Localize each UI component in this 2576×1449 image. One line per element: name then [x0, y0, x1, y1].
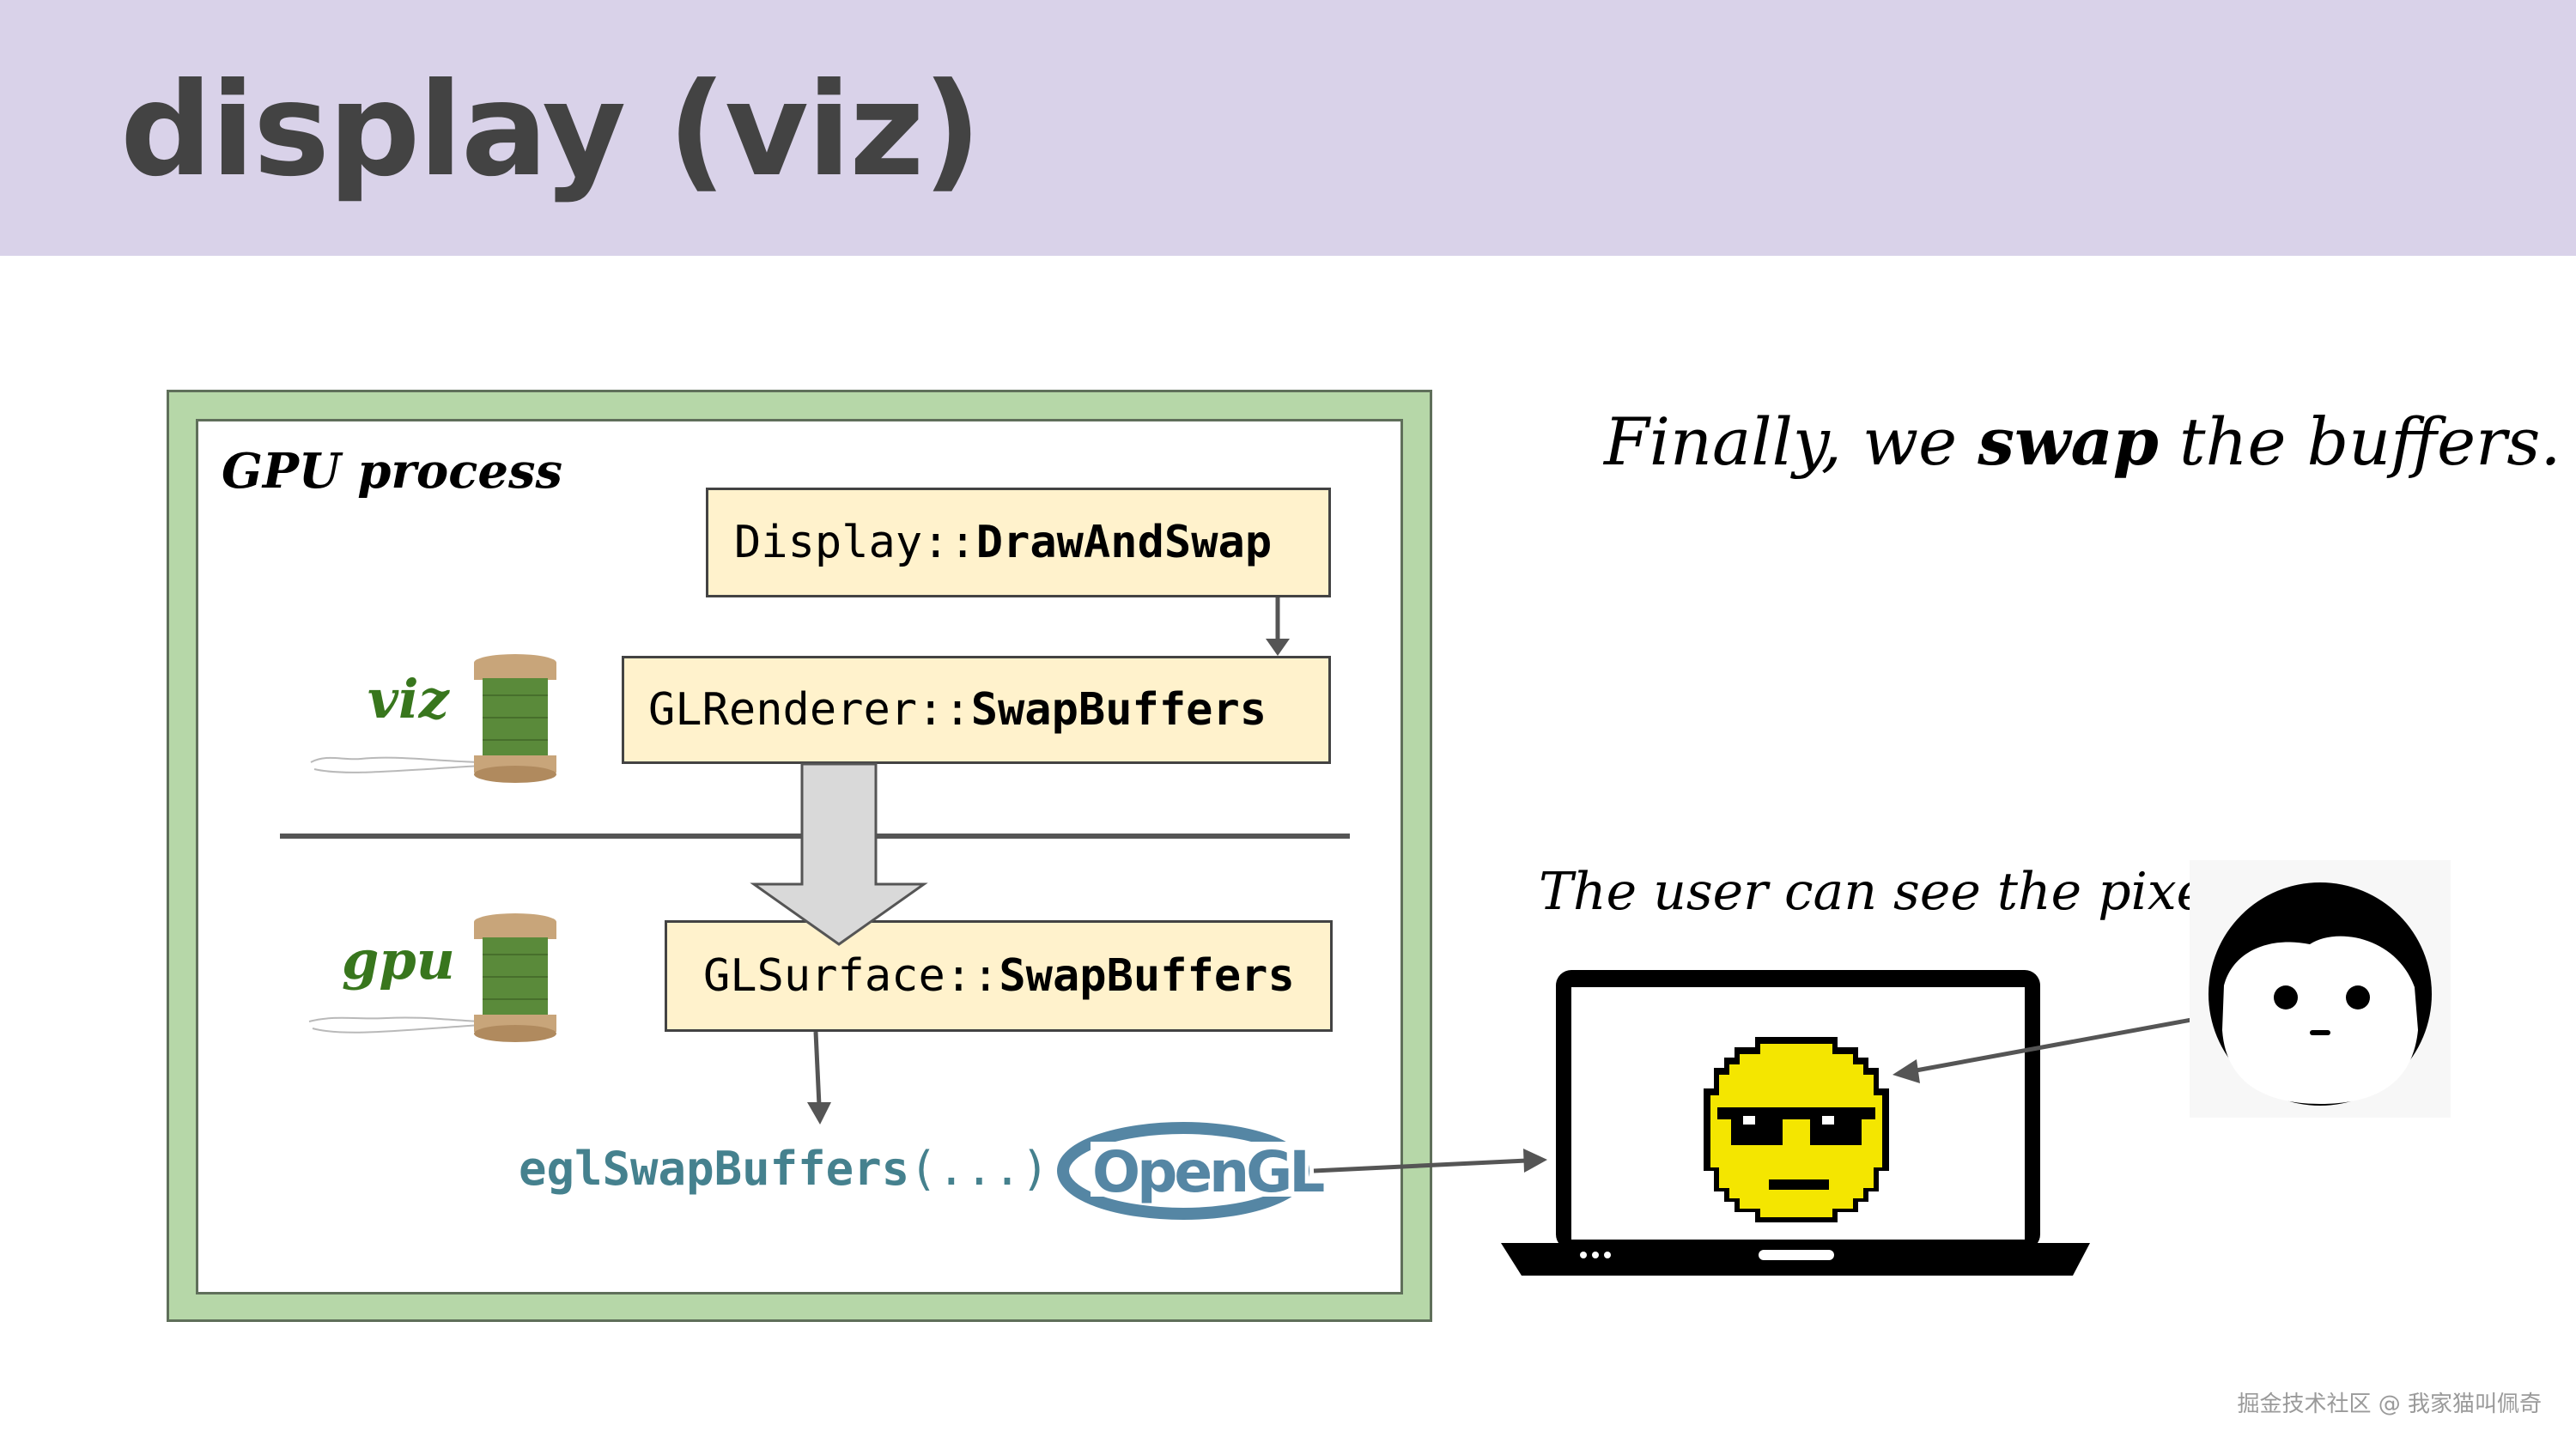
watermark: 掘金技术社区 @ 我家猫叫佩奇	[2237, 1391, 2542, 1417]
gpu-thread-spool-icon	[308, 913, 556, 1042]
viz-thread-label: viz	[368, 668, 449, 731]
opengl-to-screen-arrow	[1313, 1149, 1547, 1173]
glrenderer-swap-method: SwapBuffers	[970, 684, 1267, 736]
glsurface-swap-method: SwapBuffers	[999, 950, 1295, 1002]
glrenderer-prefix: GLRenderer::	[648, 684, 971, 736]
renderer-to-surface-arrow	[750, 762, 928, 946]
title-banner	[0, 0, 2576, 256]
swap-caption: Finally, we swap the buffers.	[1604, 403, 2561, 480]
egl-function-name: eglSwapBuffers	[519, 1142, 910, 1196]
surface-to-egl-arrow	[807, 1031, 831, 1125]
viz-thread-spool-icon	[310, 654, 556, 783]
user-caption: The user can see the pixels.	[1539, 862, 2267, 922]
egl-args: (...)	[909, 1142, 1049, 1196]
display-prefix: Display::	[734, 517, 976, 568]
glsurface-swap-buffers-box: GLSurface::SwapBuffers	[665, 920, 1333, 1032]
draw-to-renderer-arrow	[1266, 597, 1290, 656]
swap-caption-prefix: Finally, we	[1604, 403, 1978, 480]
face-to-screen-arrow	[1893, 1014, 2211, 1083]
page-title: display (viz)	[120, 56, 981, 205]
gpu-thread-label: gpu	[342, 929, 455, 991]
glsurface-prefix: GLSurface::	[703, 950, 999, 1002]
opengl-logo: OpenGL	[1057, 1122, 1327, 1220]
swap-caption-suffix: the buffers.	[2158, 403, 2561, 480]
draw-and-swap-method: DrawAndSwap	[975, 517, 1273, 568]
egl-swap-buffers-call: eglSwapBuffers(...)	[519, 1142, 1049, 1196]
gpu-process-label: GPU process	[222, 443, 563, 500]
user-face-icon	[2190, 860, 2451, 1118]
glrenderer-swap-buffers-box: GLRenderer::SwapBuffers	[622, 656, 1331, 764]
opengl-logo-text: OpenGL	[1092, 1139, 1324, 1205]
display-draw-and-swap-box: Display::DrawAndSwap	[706, 488, 1331, 597]
pixel-sunglasses-smiley-icon	[1704, 1037, 1889, 1222]
swap-caption-bold: swap	[1978, 403, 2159, 480]
